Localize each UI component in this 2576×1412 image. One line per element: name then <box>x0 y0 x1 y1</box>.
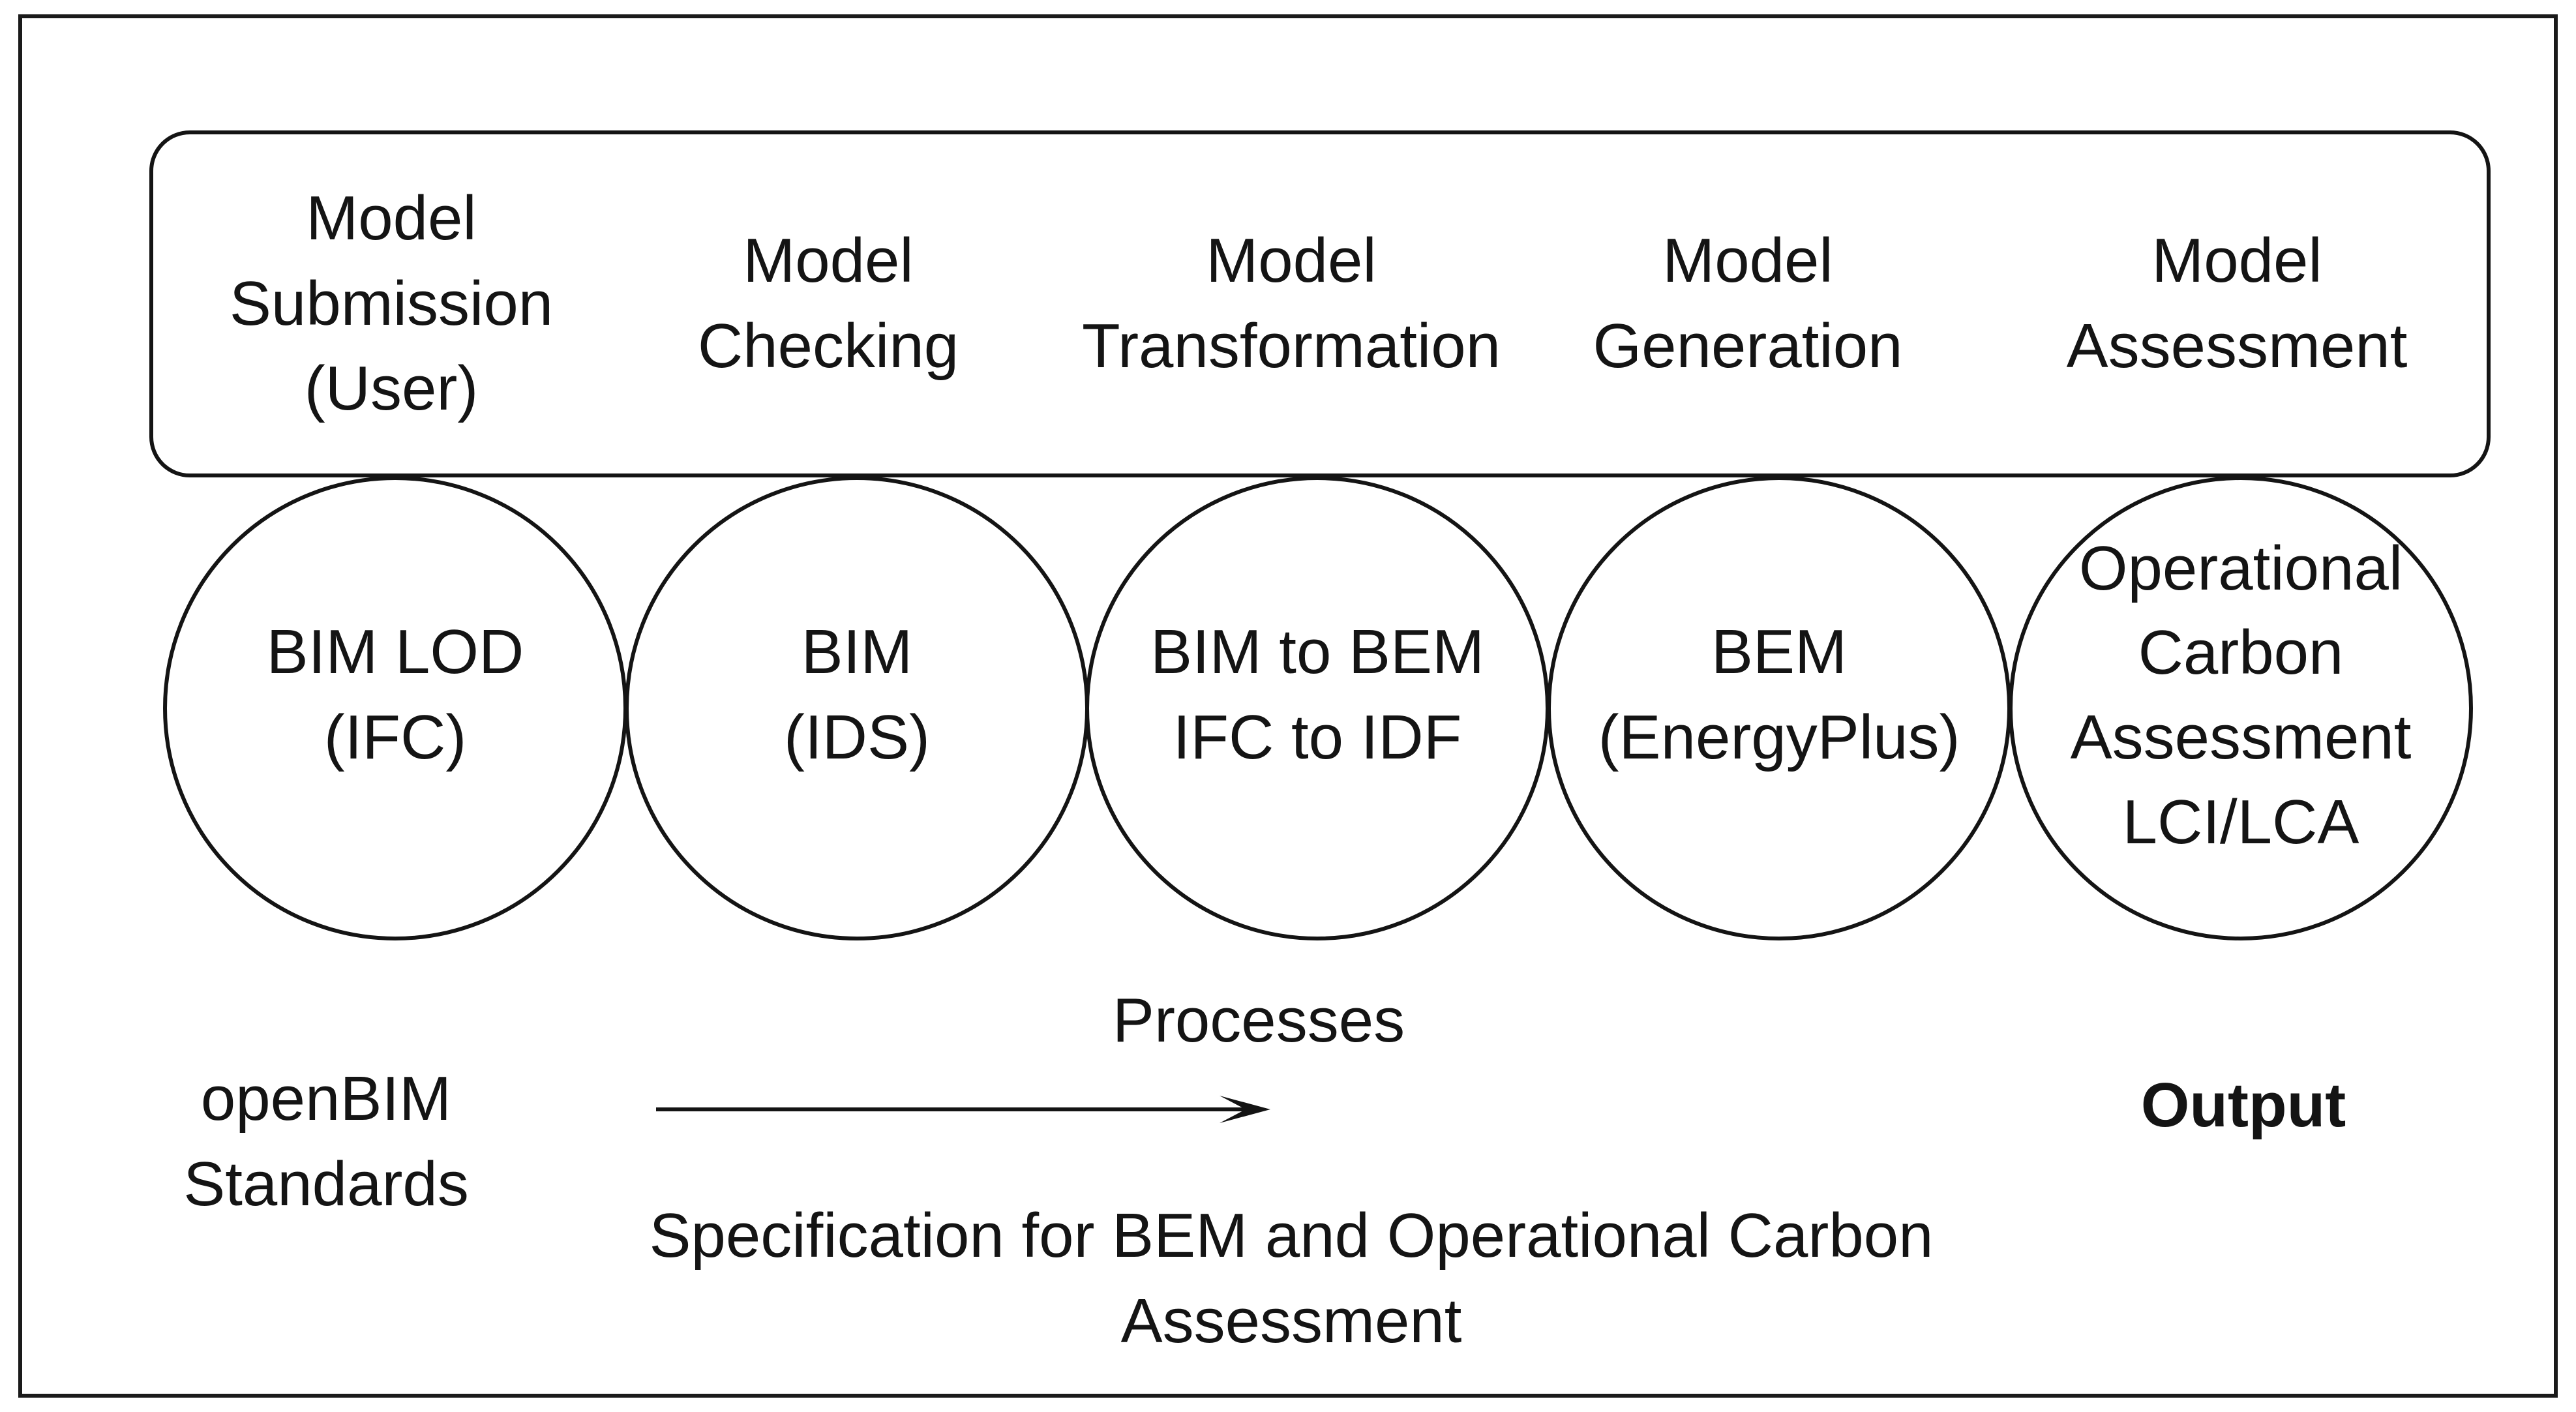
standard-bim-ids: BIM (IDS) <box>784 617 930 772</box>
output-label: Output <box>2140 1070 2346 1140</box>
specification-label: Specification for BEM and Operational Ca… <box>649 1201 1934 1356</box>
standard-bim-lod: BIM LOD (IFC) <box>266 617 524 772</box>
circle-operational-carbon <box>2009 476 2473 940</box>
openbim-standards-label: openBIM Standards <box>183 1064 469 1219</box>
standard-bim-to-bem: BIM to BEM IFC to IDF <box>1150 617 1485 772</box>
stage-model-assessment: Model Assessment <box>2066 226 2408 381</box>
processes-label: Processes <box>1112 985 1405 1055</box>
process-flow-arrow <box>656 1096 1270 1123</box>
stage-model-generation: Model Generation <box>1593 226 1903 381</box>
arrow-head <box>1220 1096 1270 1123</box>
process-stages-box <box>149 130 2491 477</box>
standard-operational-carbon: Operational Carbon Assessment LCI/LCA <box>2070 533 2412 857</box>
stage-model-submission: Model Submission (User) <box>229 183 554 424</box>
standard-bem-energyplus: BEM (EnergyPlus) <box>1598 617 1960 772</box>
outer-frame <box>18 14 2558 1398</box>
stage-model-transformation: Model Transformation <box>1082 226 1501 381</box>
stage-model-checking: Model Checking <box>697 226 959 381</box>
